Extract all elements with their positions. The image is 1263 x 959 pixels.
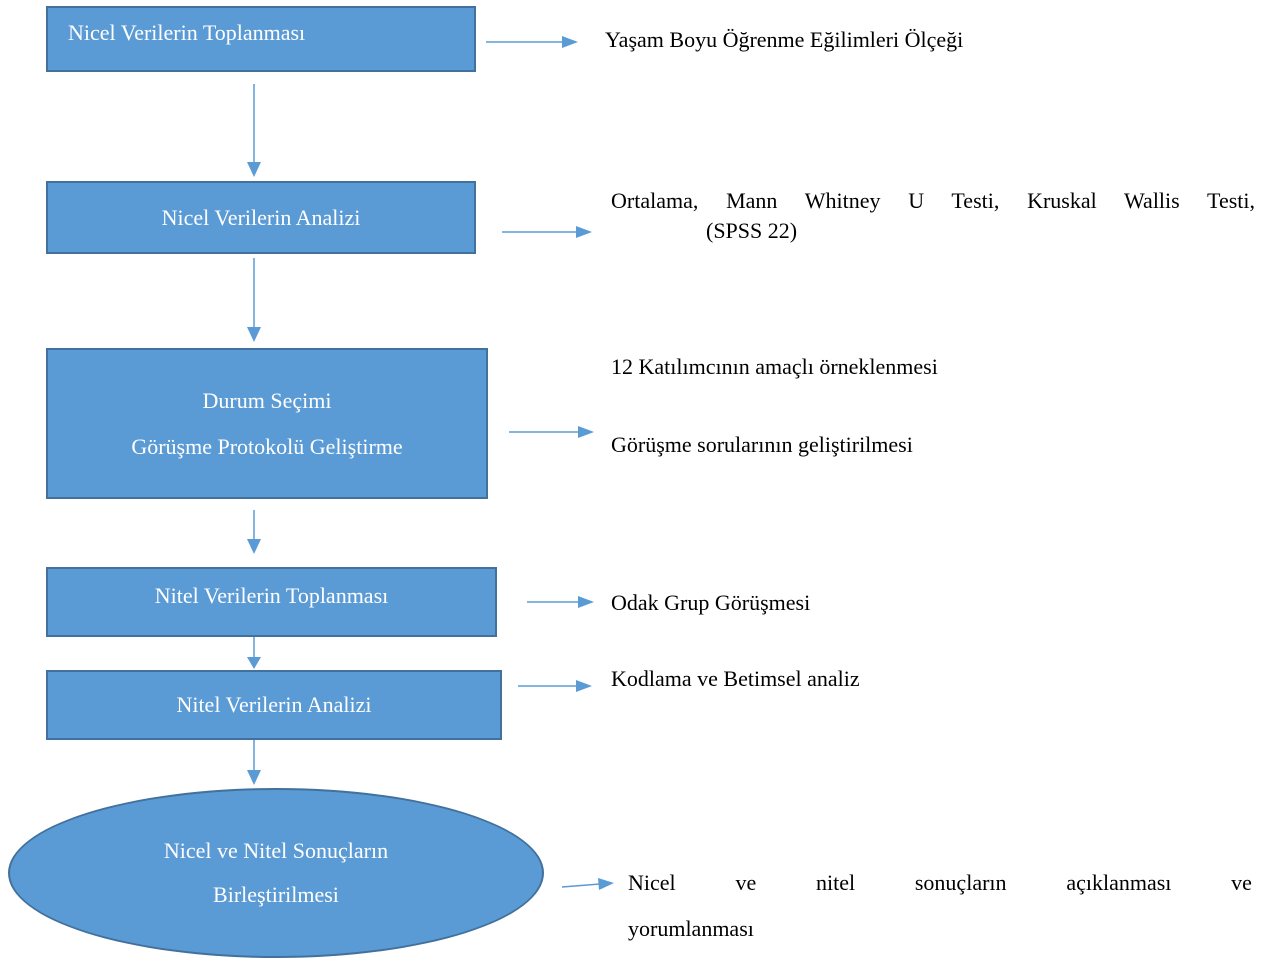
step-label-line2: Görüşme Protokolü Geliştirme — [131, 433, 403, 459]
note-line2: yorumlanması — [628, 916, 754, 941]
note-text: Odak Grup Görüşmesi — [611, 590, 811, 615]
step-nitel-toplama: Nitel Verilerin Toplanması — [46, 567, 497, 637]
step-label-line2: Birleştirilmesi — [213, 882, 339, 907]
note-text-line2: (SPSS 22) — [706, 218, 798, 243]
note-odak-grup: Odak Grup Görüşmesi — [611, 588, 810, 618]
arrow-right-2 — [502, 226, 592, 238]
step-birlestirme: Nicel ve Nitel Sonuçların Birleştirilmes… — [8, 788, 544, 958]
note-line1: Nicel ve nitel sonuçların açıklanması ve — [628, 868, 1252, 898]
note-text: 12 Katılımcının amaçlı örneklenmesi — [611, 354, 938, 379]
arrow-down-3 — [247, 510, 261, 554]
step-label-line1: Durum Seçimi — [202, 387, 332, 413]
note-word: Nicel — [628, 870, 676, 895]
note-text-line1: Ortalama, Mann Whitney U Testi, Kruskal … — [611, 188, 1255, 213]
step-nicel-toplama: Nicel Verilerin Toplanması — [46, 6, 476, 72]
arrow-down-5 — [247, 740, 261, 785]
step-label: Nitel Verilerin Analizi — [176, 692, 372, 717]
step-label: Nicel Verilerin Toplanması — [68, 20, 306, 45]
note-kodlama: Kodlama ve Betimsel analiz — [611, 664, 860, 694]
arrow-right-5 — [518, 680, 592, 692]
note-word: sonuçların — [914, 870, 1007, 895]
arrow-down-1 — [247, 84, 261, 177]
step-label: Nitel Verilerin Toplanması — [154, 583, 389, 608]
step-nicel-analiz: Nicel Verilerin Analizi — [46, 181, 476, 254]
arrow-right-3 — [509, 426, 594, 438]
arrow-down-2 — [247, 258, 261, 342]
note-analiz-yontemleri: Ortalama, Mann Whitney U Testi, Kruskal … — [611, 186, 1255, 246]
arrow-right-4 — [527, 596, 594, 608]
note-word: nitel — [815, 870, 856, 895]
step-label: Nicel Verilerin Analizi — [161, 204, 361, 230]
step-label-line1: Nicel ve Nitel Sonuçların — [163, 838, 389, 863]
note-olcek: Yaşam Boyu Öğrenme Eğilimleri Ölçeği — [605, 25, 963, 55]
note-text: Kodlama ve Betimsel analiz — [611, 666, 860, 691]
note-gorusme-sorulari: Görüşme sorularının geliştirilmesi — [611, 430, 913, 460]
note-text: Görüşme sorularının geliştirilmesi — [611, 432, 913, 457]
note-word: ve — [1231, 870, 1252, 895]
arrow-right-1 — [486, 36, 578, 48]
arrow-right-6 — [561, 878, 614, 890]
step-nitel-analiz: Nitel Verilerin Analizi — [46, 670, 502, 740]
note-aciklama: Nicel ve nitel sonuçların açıklanması ve… — [628, 868, 1252, 944]
step-durum-secimi: Durum Seçimi Görüşme Protokolü Geliştirm… — [46, 348, 488, 499]
note-orneklem: 12 Katılımcının amaçlı örneklenmesi — [611, 352, 938, 382]
note-word: ve — [735, 870, 757, 895]
arrow-down-4 — [247, 637, 261, 669]
note-word: açıklanması — [1066, 870, 1172, 895]
note-text: Yaşam Boyu Öğrenme Eğilimleri Ölçeği — [605, 27, 964, 52]
